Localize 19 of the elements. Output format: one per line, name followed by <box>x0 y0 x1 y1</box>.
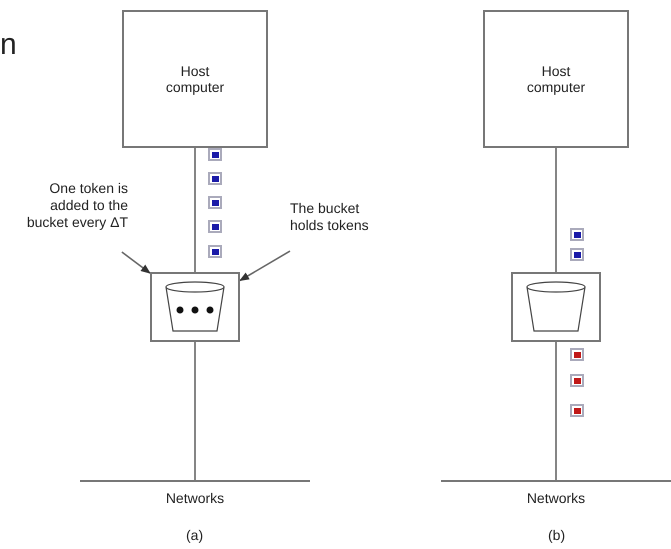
leader-line <box>121 251 151 274</box>
connector-line <box>555 148 557 272</box>
connector-line <box>194 148 196 272</box>
text-fragment: n <box>0 28 17 62</box>
leader-line <box>239 250 290 282</box>
box-label: Host computer <box>526 63 586 95</box>
connector-line <box>194 342 196 480</box>
panel-label: (b) <box>548 527 566 543</box>
box-label: Host computer <box>164 63 226 95</box>
network-label: Networks <box>166 490 224 506</box>
bucket-box <box>150 272 240 342</box>
host-computer-box <box>122 10 268 148</box>
callout-text: The bucket holds tokens <box>290 200 370 255</box>
connector-line <box>555 342 557 480</box>
network-label: Networks <box>526 490 586 506</box>
host-computer-box <box>483 10 629 148</box>
bucket-box <box>511 272 601 342</box>
panel-label: (a) <box>186 527 204 543</box>
callout-text: One token is added to the bucket every ΔT <box>20 180 128 252</box>
